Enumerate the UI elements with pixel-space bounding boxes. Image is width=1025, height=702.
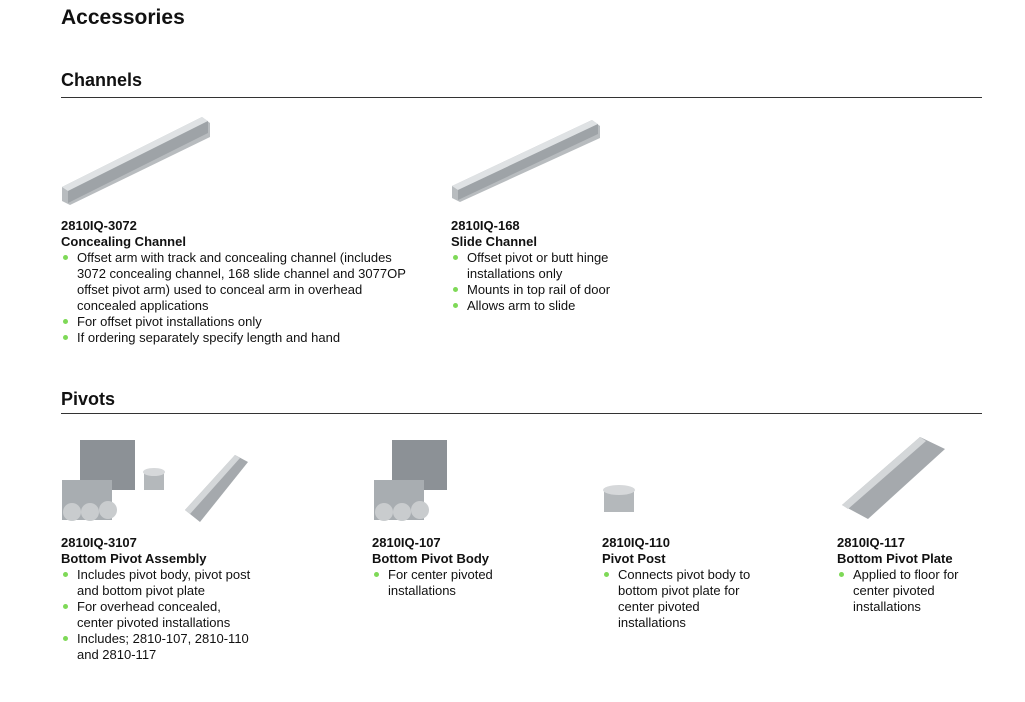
product-2810iq-168: 2810IQ-168 Slide Channel Offset pivot or… [451, 218, 641, 314]
bottom-pivot-assembly-image [62, 440, 248, 522]
product-code: 2810IQ-110 [602, 535, 670, 550]
divider [61, 413, 982, 414]
page-title: Accessories [61, 6, 185, 29]
product-name: Bottom Pivot Body [372, 551, 489, 566]
bullet: Includes pivot body, pivot post and bott… [61, 567, 256, 599]
product-2810iq-3072: 2810IQ-3072 Concealing Channel Offset ar… [61, 218, 406, 346]
product-name: Bottom Pivot Plate [837, 551, 953, 566]
bullet: Includes; 2810-107, 2810-110 and 2810-11… [61, 631, 256, 663]
slide-channel-image [452, 120, 600, 202]
product-code: 2810IQ-3107 [61, 535, 137, 550]
pivots-heading: Pivots [61, 389, 116, 409]
bullet: If ordering separately specify length an… [61, 330, 406, 346]
bullet: Allows arm to slide [451, 298, 641, 314]
product-code: 2810IQ-107 [372, 535, 441, 550]
bullet: Offset pivot or butt hinge installations… [451, 250, 641, 282]
bottom-pivot-body-image [374, 440, 447, 521]
product-code: 2810IQ-3072 [61, 218, 137, 233]
bottom-pivot-plate-image [842, 437, 945, 519]
product-2810iq-117: 2810IQ-117 Bottom Pivot Plate Applied to… [837, 535, 977, 615]
bullet: Connects pivot body to bottom pivot plat… [602, 567, 762, 631]
channels-heading: Channels [61, 70, 143, 90]
bullet: Offset arm with track and concealing cha… [61, 250, 406, 314]
product-code: 2810IQ-168 [451, 218, 520, 233]
product-name: Concealing Channel [61, 234, 186, 249]
product-name: Slide Channel [451, 234, 537, 249]
divider [61, 97, 982, 98]
concealing-channel-image [62, 117, 210, 205]
pivot-post-image [603, 485, 635, 512]
bullet: Mounts in top rail of door [451, 282, 641, 298]
bullet: For overhead concealed, center pivoted i… [61, 599, 256, 631]
bullet: For center pivoted installations [372, 567, 522, 599]
product-name: Bottom Pivot Assembly [61, 551, 207, 566]
product-code: 2810IQ-117 [837, 535, 905, 550]
product-2810iq-110: 2810IQ-110 Pivot Post Connects pivot bod… [602, 535, 762, 631]
product-2810iq-107: 2810IQ-107 Bottom Pivot Body For center … [372, 535, 522, 599]
bullet: For offset pivot installations only [61, 314, 406, 330]
bullet: Applied to floor for center pivoted inst… [837, 567, 977, 615]
product-name: Pivot Post [602, 551, 666, 566]
product-2810iq-3107: 2810IQ-3107 Bottom Pivot Assembly Includ… [61, 535, 256, 663]
